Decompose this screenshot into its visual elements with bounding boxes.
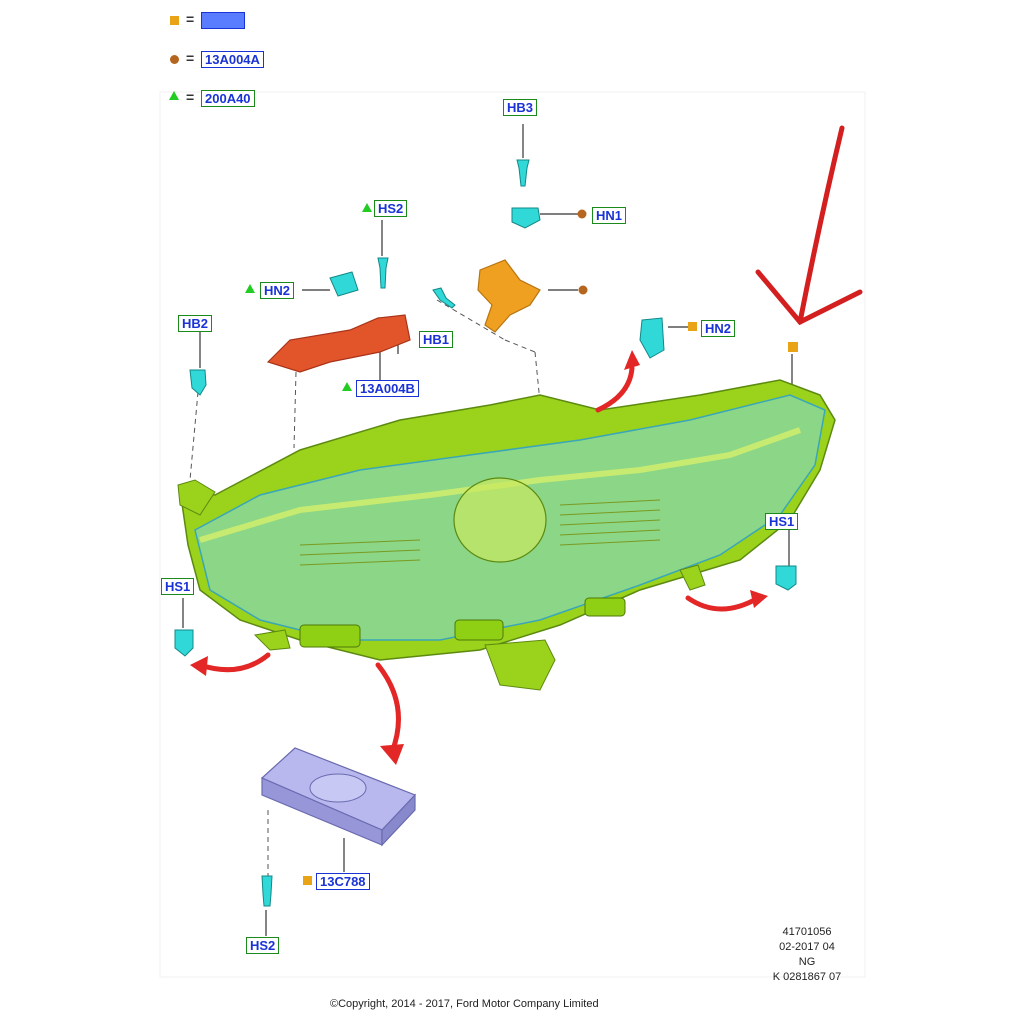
mounting-tab [584, 597, 626, 617]
copyright-text: ©Copyright, 2014 - 2017, Ford Motor Comp… [330, 998, 599, 1010]
clip-hn1 [511, 207, 541, 229]
bracket-13a004b [266, 314, 411, 373]
callout-hb3[interactable]: HB3 [503, 99, 538, 116]
arrow-right [685, 595, 761, 612]
left-mount [177, 479, 216, 516]
arrow-heads [190, 350, 768, 765]
mounting-tab [299, 624, 361, 648]
callout-hn2-right[interactable]: HN2 [701, 320, 736, 337]
reference-line: K 0281867 07 [772, 971, 842, 983]
bolt-hb2 [189, 369, 207, 396]
clip-hn2-right [639, 317, 665, 359]
callout-hs2-bottom[interactable]: HS2 [246, 937, 280, 954]
screw-hs1-right [775, 565, 797, 591]
arrow-left [197, 652, 271, 673]
image-frame [159, 91, 866, 978]
headlamp-assembly [177, 379, 836, 691]
arrow-down [375, 662, 401, 755]
reference-line: 41701056 [782, 926, 832, 938]
callout-hb2[interactable]: HB2 [178, 315, 213, 332]
legend-equals: = [186, 11, 195, 27]
screw-hb1 [432, 287, 456, 309]
callout-13a004b[interactable]: 13A004B [356, 380, 419, 397]
circle-symbol-icon [170, 55, 179, 64]
bracket-orange [477, 259, 541, 333]
callout-hs1-left[interactable]: HS1 [161, 578, 195, 595]
callout-hs2-top[interactable]: HS2 [374, 200, 408, 217]
fasteners [174, 159, 797, 907]
mounting-tab [454, 619, 504, 641]
leader-lines [189, 299, 541, 880]
legend-equals: = [186, 50, 195, 66]
nut-hn2-left [329, 271, 359, 297]
screw-hs2-top [377, 257, 389, 289]
annotation-arrow [755, 125, 863, 326]
callout-hn2-left[interactable]: HN2 [260, 282, 295, 299]
reflector-ribs [299, 499, 661, 566]
lens-highlight [199, 427, 802, 543]
triangle-symbol-icon [169, 91, 179, 100]
callout-lines [182, 124, 793, 936]
callout-symbols [245, 203, 798, 885]
callout-hb1[interactable]: HB1 [419, 331, 454, 348]
callout-13c788[interactable]: 13C788 [316, 873, 370, 890]
callout-hn1[interactable]: HN1 [592, 207, 627, 224]
left-foot [253, 629, 291, 651]
screw-hs2-bottom [261, 875, 273, 907]
square-symbol-icon [170, 16, 179, 25]
projector-lens [453, 477, 547, 563]
legend-code-triangle[interactable]: 200A40 [201, 90, 255, 107]
legend-equals: = [186, 89, 195, 105]
right-foot [679, 564, 706, 591]
module-13c788 [260, 747, 417, 847]
direction-arrows [197, 365, 761, 755]
module-connector [309, 773, 367, 803]
callout-hs1-right[interactable]: HS1 [765, 513, 799, 530]
legend-code-circle[interactable]: 13A004A [201, 51, 264, 68]
lower-bracket [484, 639, 556, 691]
reference-line: 02-2017 04 [779, 941, 835, 953]
reference-line: NG [798, 956, 816, 968]
screw-hb3 [516, 159, 530, 187]
legend-code-square[interactable]: 13008 [201, 12, 246, 29]
arrow-up-right [595, 365, 635, 413]
screw-hs1-left [174, 629, 194, 657]
